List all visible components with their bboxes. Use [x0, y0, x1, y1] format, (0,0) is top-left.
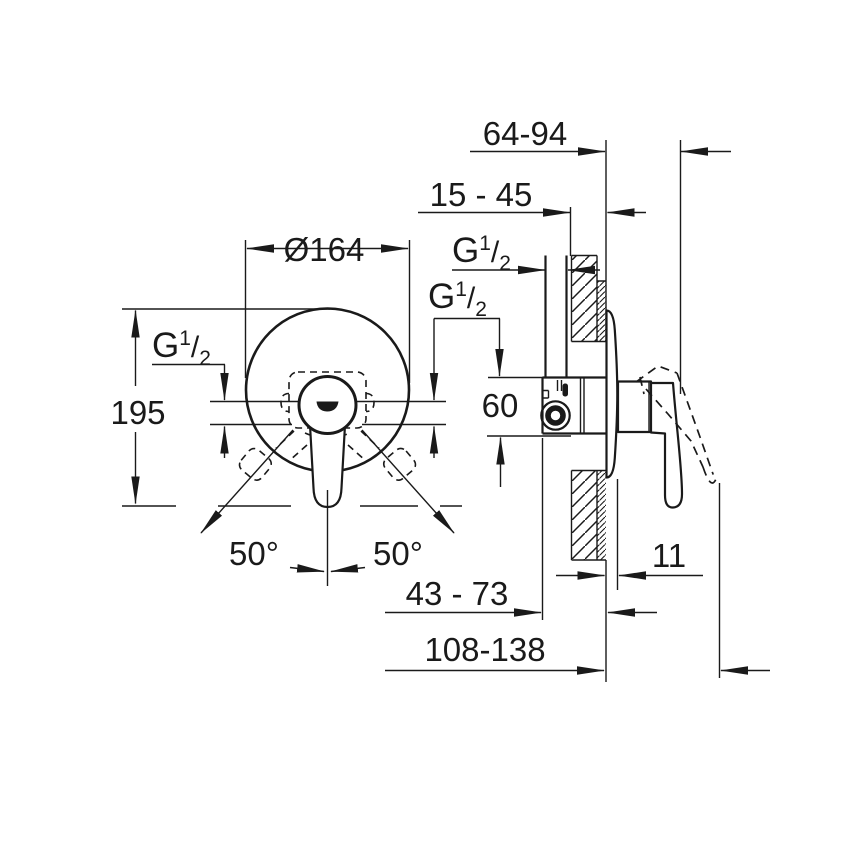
lever-open-position-dashed	[635, 365, 717, 484]
front-view	[122, 240, 462, 586]
supply-pipe	[544, 255, 568, 378]
extension-lines-side	[487, 140, 721, 678]
lever-swing-left-dashed	[238, 447, 273, 481]
handle-side	[616, 380, 684, 509]
dim-108-138: 108-138	[385, 631, 770, 675]
dim-64-94: 64-94	[470, 115, 731, 156]
swing-angle-lines	[200, 429, 455, 586]
dim-195: 195	[110, 309, 166, 505]
port-lines-front	[210, 400, 446, 426]
dim-64-94-label: 64-94	[483, 115, 567, 152]
dim-43-73-label: 43 - 73	[406, 575, 509, 612]
valve-body-section	[540, 376, 606, 435]
wall-section-upper	[570, 254, 606, 343]
wall-section-lower	[570, 469, 606, 561]
lever-swing-right-dashed	[382, 447, 417, 481]
dim-50-right: 50°	[373, 535, 423, 572]
escutcheon-side	[605, 309, 619, 479]
dim-108-138-label: 108-138	[424, 631, 545, 668]
dim-g-half-front: G1/2	[152, 326, 229, 458]
thread-label-pipe: G1/2	[452, 231, 511, 275]
thread-label-valve: G1/2	[428, 277, 487, 321]
dim-50-right-label: 50°	[373, 535, 423, 572]
dim-60-label: 60	[482, 387, 519, 424]
dim-dia164-label: Ø164	[284, 231, 365, 268]
dim-43-73: 43 - 73	[385, 575, 657, 617]
fixing-screw-detail	[556, 380, 568, 397]
dim-50-left: 50°	[229, 535, 279, 572]
dim-11-label: 11	[652, 537, 686, 574]
dim-15-45-label: 15 - 45	[430, 176, 533, 213]
extension-lines-front	[122, 240, 462, 507]
dim-g-half-pipe: G1/2	[452, 231, 600, 275]
dim-60: 60	[482, 387, 519, 487]
dim-dia164: Ø164	[246, 231, 409, 268]
dim-50-left-label: 50°	[229, 535, 279, 572]
dim-195-label: 195	[110, 394, 165, 431]
side-view	[487, 140, 721, 682]
dimensions: 64-94 15 - 45 G1/2 G1/2 G1/2	[110, 115, 770, 675]
dim-15-45: 15 - 45	[418, 176, 646, 217]
dim-11: 11	[556, 537, 703, 580]
lever-mouth-detail	[316, 401, 339, 412]
concealed-body-dashed	[280, 371, 375, 429]
thread-label-front: G1/2	[152, 326, 211, 370]
dim-g-half-valve: G1/2	[428, 277, 504, 458]
side-port	[540, 400, 571, 431]
